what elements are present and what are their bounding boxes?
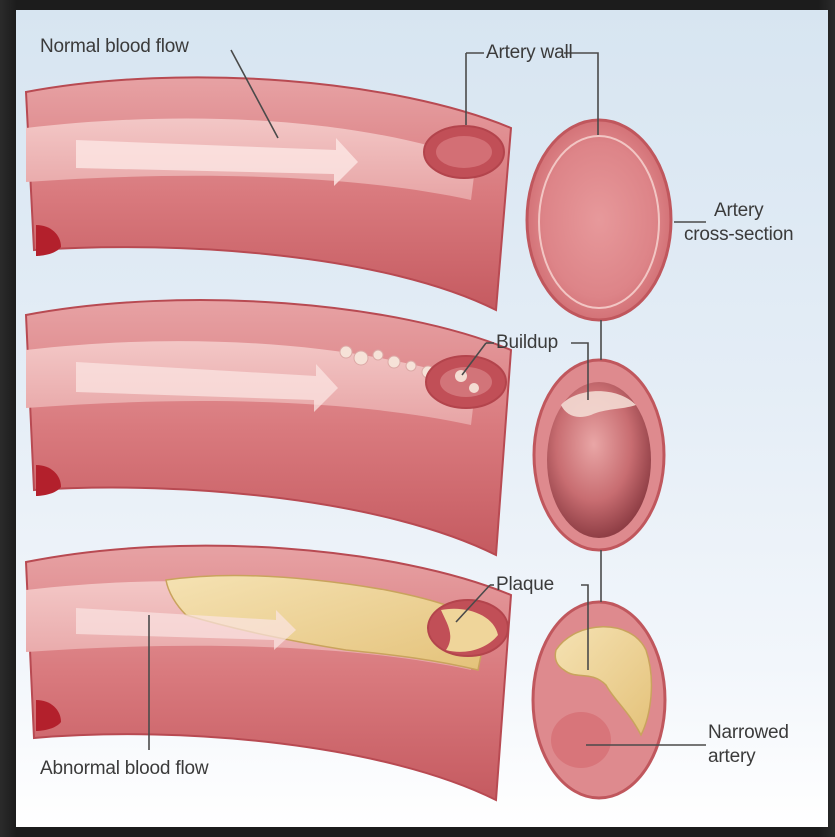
label-narrowed: Narrowed <box>708 722 789 744</box>
label-normal-blood-flow: Normal blood flow <box>40 36 189 58</box>
cross-section-narrowed <box>533 602 665 798</box>
label-artery: Artery <box>714 200 763 222</box>
illustration-panel: Normal blood flow Artery wall Artery cro… <box>16 10 828 827</box>
cross-section-buildup <box>534 360 664 550</box>
normal-artery <box>26 77 511 310</box>
label-abnormal-blood-flow: Abnormal blood flow <box>40 758 208 780</box>
cross-section-normal <box>527 120 671 320</box>
buildup-artery-body <box>26 300 511 555</box>
label-artery-wall: Artery wall <box>486 42 572 64</box>
label-artery-narrowed: artery <box>708 746 755 768</box>
label-plaque: Plaque <box>496 574 554 596</box>
label-cross-section: cross-section <box>684 224 793 246</box>
normal-artery-body <box>26 77 511 310</box>
label-buildup: Buildup <box>496 332 558 354</box>
artery-illustration <box>16 10 828 827</box>
buildup-artery <box>26 300 511 555</box>
